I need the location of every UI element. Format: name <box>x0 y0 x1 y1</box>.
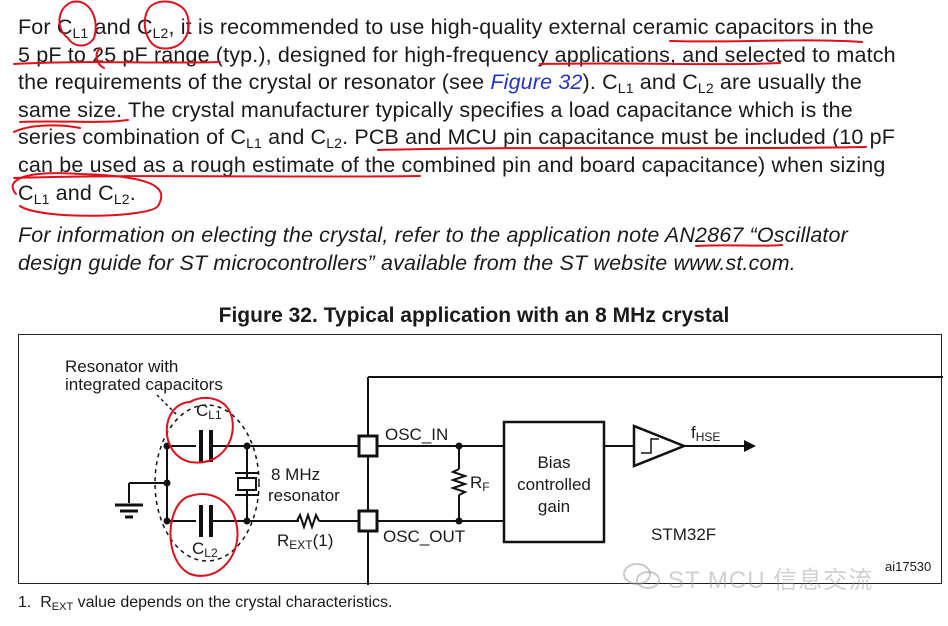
circuit-figure: Resonator with integrated capacitors CL1… <box>18 334 943 585</box>
rf-label: RF <box>470 473 490 493</box>
subscript: L2 <box>152 25 169 41</box>
text: (1) <box>312 531 334 550</box>
footnote-number: 1. <box>18 594 32 611</box>
text-line: For information on electing the crystal,… <box>18 223 848 247</box>
paragraph-capacitors: For CL1 and CL2, it is recommended to us… <box>18 14 943 207</box>
text-line: same size. The crystal manufacturer typi… <box>18 97 853 122</box>
text: , it is recommended to use high-quality … <box>168 15 874 39</box>
resonator-label-1: Resonator with <box>65 357 179 376</box>
resonator-label-2: integrated capacitors <box>65 375 223 394</box>
text: C <box>192 539 205 558</box>
text: f <box>691 423 696 442</box>
bias-block <box>502 420 606 544</box>
figure-32-link[interactable]: Figure 32 <box>490 70 583 95</box>
wechat-icon <box>623 563 660 589</box>
subscript: L1 <box>33 190 50 207</box>
rf-resistor <box>449 468 469 496</box>
output-arrow <box>744 440 756 452</box>
subscript: L1 <box>72 25 89 41</box>
text-line: can be used as a rough estimate of the c… <box>18 152 886 177</box>
text: . PCB and MCU pin capacitance must be in… <box>342 125 896 150</box>
text-line: For CL1 and CL2, it is recommended to us… <box>18 14 943 42</box>
osc-out-label: OSC_OUT <box>383 527 466 546</box>
text-line: design guide for ST microcontrollers” av… <box>18 250 796 275</box>
footnote: 1. REXT value depends on the crystal cha… <box>18 594 393 613</box>
figure-title: Figure 32. Typical application with an 8… <box>218 304 730 327</box>
capacitor-cl1 <box>196 430 213 462</box>
subscript: EXT <box>51 601 74 613</box>
osc-in-label: OSC_IN <box>385 425 449 444</box>
bias-label-1: Bias <box>537 453 571 472</box>
cl1-label: CL1 <box>196 401 222 421</box>
text: and C <box>49 180 114 205</box>
text: . <box>129 180 136 205</box>
resonator-outline <box>154 404 260 562</box>
subscript: EXT <box>289 538 313 552</box>
osc-in-pin <box>357 434 379 458</box>
text-line: 5 pF to 25 pF range (typ.), designed for… <box>18 42 896 67</box>
text: C <box>196 401 209 420</box>
text-line: the requirements of the crystal or reson… <box>18 69 943 97</box>
figure-code: ai17530 <box>885 559 932 574</box>
text: value depends on the crystal characteris… <box>73 594 393 611</box>
text: series combination of C <box>18 125 247 150</box>
subscript: L2 <box>204 546 218 560</box>
subscript: L1 <box>617 80 634 97</box>
osc-out-pin <box>357 509 379 533</box>
schmitt-symbol <box>641 438 659 454</box>
subscript: L1 <box>208 408 222 422</box>
cl2-label: CL2 <box>192 539 218 559</box>
bias-label-2: controlled <box>517 475 591 494</box>
text: R <box>40 594 52 611</box>
crystal-label-1: 8 MHz <box>271 465 321 484</box>
rext-label: REXT(1) <box>277 531 333 551</box>
text: R <box>470 473 483 492</box>
text: R <box>277 531 290 550</box>
text: and C <box>261 125 327 150</box>
text: the requirements of the crystal or reson… <box>18 70 491 95</box>
ground-symbol <box>115 503 143 519</box>
text: and C <box>88 15 153 39</box>
subscript: L2 <box>113 190 130 207</box>
bias-label-3: gain <box>537 497 571 516</box>
text-line: series combination of CL1 and CL2. PCB a… <box>18 124 943 152</box>
watermark: ST MCU 信息交流 <box>668 567 874 594</box>
rext-resistor <box>296 511 320 531</box>
subscript: L2 <box>326 135 343 152</box>
capacitor-cl2 <box>196 505 213 537</box>
subscript: HSE <box>695 430 721 444</box>
crystal-symbol <box>235 472 259 496</box>
text: are usually the <box>713 70 862 95</box>
text: and C <box>633 70 698 95</box>
subscript: L1 <box>246 135 262 152</box>
text: C <box>18 180 34 205</box>
subscript: F <box>482 480 490 494</box>
resonator-leader <box>156 394 178 416</box>
fhse-label: fHSE <box>691 423 720 443</box>
text: For C <box>18 15 73 39</box>
chip-label: STM32F <box>651 525 717 544</box>
text-line: CL1 and CL2. <box>18 180 943 208</box>
text: ). C <box>582 70 618 95</box>
paragraph-crystal-info: For information on electing the crystal,… <box>18 222 943 277</box>
schmitt-buffer <box>632 424 688 468</box>
subscript: L2 <box>697 80 714 97</box>
crystal-label-2: resonator <box>268 486 340 505</box>
